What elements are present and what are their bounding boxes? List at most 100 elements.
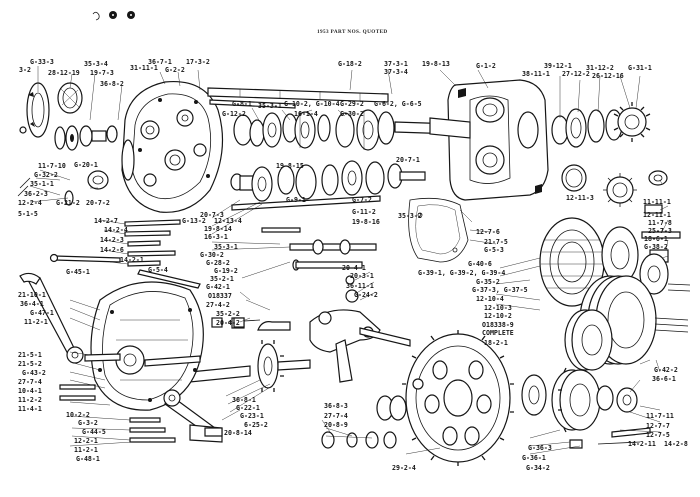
label-g-11-2: G-11-2	[352, 208, 376, 216]
outer-cover	[90, 281, 204, 411]
label-20-4-1: 20-4-1	[342, 264, 366, 272]
sprocket	[613, 102, 651, 142]
label-11-7-11: 11-7-11	[646, 412, 674, 420]
label-19-8-16: 19-8-16	[352, 218, 380, 226]
label-27-7-4: 27-7-4	[18, 378, 42, 386]
label-35-3-4: 35-3-4	[84, 60, 108, 68]
gearbox-shell	[429, 79, 549, 201]
label-g-47-1: G-47-1	[30, 309, 54, 317]
label-11-7-8: 11-7-8	[648, 219, 672, 227]
label-complete: COMPLETE	[482, 329, 514, 337]
label-26-12-16: 26-12-16	[592, 72, 624, 80]
label-25-7-3: 25-7-3	[648, 227, 672, 235]
label-o18337: O18337	[208, 292, 232, 300]
label-38-11-1: 38-11-1	[522, 70, 550, 78]
label-17-3-2: 17-3-2	[186, 58, 210, 66]
label-g-21-2: G-21-2	[56, 199, 80, 207]
label-g-6-2-g-6-5: G-6-2, G-6-5	[374, 100, 422, 108]
label-12-7-6: 12-7-6	[476, 228, 500, 236]
label-19-8-15: 19-8-15	[276, 162, 304, 170]
label-12-7-5: 12-7-5	[646, 431, 670, 439]
label-20-3-1: 20-3-1	[350, 272, 374, 280]
label-g-18-2: G-18-2	[338, 60, 362, 68]
label-g-3-2: G-3-2	[78, 419, 98, 427]
label-28-12-19: 28-12-19	[48, 69, 80, 77]
label-20-4-2: 20-4-2	[216, 319, 240, 327]
label-12-11-1: 12-11-1	[643, 211, 671, 219]
label-14-2-11: 14-2-11	[628, 440, 656, 448]
label-14-2-3: 14-2-3	[100, 236, 124, 244]
label-g-23-1: G-23-1	[240, 412, 264, 420]
label-12-13-4: 12-13-4	[214, 217, 242, 225]
label-18-6-1: 18-6-1	[644, 235, 668, 243]
label-31-11-1: 31-11-1	[130, 64, 158, 72]
label-g-32-2: G-32-2	[34, 171, 58, 179]
label-6-25-2: 6-25-2	[244, 421, 268, 429]
label-35-3-1-b: 35-3-1	[214, 243, 238, 251]
label-16-1-4: 16-1-4	[294, 110, 318, 118]
label-12-10-3: 12-10-3	[484, 304, 512, 312]
gear-cluster-lower	[230, 160, 426, 271]
label-11-2-1: 11-2-1	[24, 318, 48, 326]
label-g-36-1: G-36-1	[522, 454, 546, 462]
label-g-1-2: G-1-2	[476, 62, 496, 70]
label-20-7-2: 20-7-2	[86, 199, 110, 207]
label-g-20-1: G-20-1	[74, 161, 98, 169]
label-g-35-2: G-35-2	[476, 278, 500, 286]
label-21-5-1: 21-5-1	[18, 351, 42, 359]
label-35-1-1: 35-1-1	[30, 180, 54, 188]
label-g-42-1: G-42-1	[206, 283, 230, 291]
mainshaft	[207, 87, 389, 109]
label-36-11-1: 36-11-1	[346, 282, 374, 290]
label-35-3-2: 35-3-2	[398, 212, 422, 220]
label-39-12-1: 39-12-1	[544, 62, 572, 70]
label-g-38-2: G-38-2	[644, 243, 668, 251]
label-27-12-2: 27-12-2	[562, 70, 590, 78]
label-g-22-1: G-22-1	[236, 404, 260, 412]
label-g-34-2: G-34-2	[526, 464, 550, 472]
label-g-28-2: G-28-2	[206, 259, 230, 267]
label-g-12-2: G-12-2	[222, 110, 246, 118]
label-g-5-3: G-5-3	[484, 246, 504, 254]
label-11-7-10: 11-7-10	[38, 162, 66, 170]
label-14-2-7: 14-2-7	[94, 217, 118, 225]
label-g-8-1: G-8-1	[232, 100, 252, 108]
bottom-center-parts	[321, 378, 641, 449]
label-21-5-2: 21-5-2	[18, 360, 42, 368]
label-g-39-group: G-39-1, G-39-2, G-39-4	[418, 269, 505, 277]
part-labels: G-33-3 3-2 28-12-19 35-3-4 19-7-3 36-8-2…	[18, 58, 688, 472]
label-36-8-1: 36-8-1	[232, 396, 256, 404]
label-27-4-2: 27-4-2	[206, 301, 230, 309]
label-21-7-5: 21-7-5	[484, 238, 508, 246]
bolts-studs	[49, 219, 301, 443]
label-12-7-7: 12-7-7	[646, 422, 670, 430]
label-12-2-1: 12-2-1	[74, 437, 98, 445]
label-g-48-1: G-48-1	[76, 455, 100, 463]
kickstart-shaft	[189, 317, 311, 392]
label-36-6-1: 36-6-1	[652, 375, 676, 383]
label-g-5-4: G-5-4	[148, 266, 168, 274]
label-g-2-2: G-2-2	[165, 66, 185, 74]
label-19-7-3: 19-7-3	[90, 69, 114, 77]
label-11-4-1: 11-4-1	[18, 405, 42, 413]
lock-washer	[603, 173, 637, 207]
label-g-44-5: G-44-5	[82, 428, 106, 436]
label-g-19-2: G-19-2	[214, 267, 238, 275]
label-o18338-9: O18338-9	[482, 321, 514, 329]
label-20-8-9: 20-8-9	[324, 421, 348, 429]
label-31-12-2: 31-12-2	[586, 64, 614, 72]
gearbox-end-cover	[121, 80, 224, 213]
label-g-33-3: G-33-3	[30, 58, 54, 66]
gasket	[408, 197, 469, 263]
label-g-40-6: G-40-6	[468, 260, 492, 268]
label-12-2-4: 12-2-4	[18, 199, 42, 207]
label-g-7-2: G-7-2	[352, 196, 372, 204]
clutch-center	[551, 367, 651, 438]
label-37-3-1: 37-3-1	[384, 60, 408, 68]
label-12-11-3: 12-11-3	[566, 194, 594, 202]
label-14-2-8: 14-2-8	[664, 440, 688, 448]
label-29-2-4: 29-2-4	[392, 464, 416, 472]
label-14-2-1: 14-2-1	[120, 256, 144, 264]
